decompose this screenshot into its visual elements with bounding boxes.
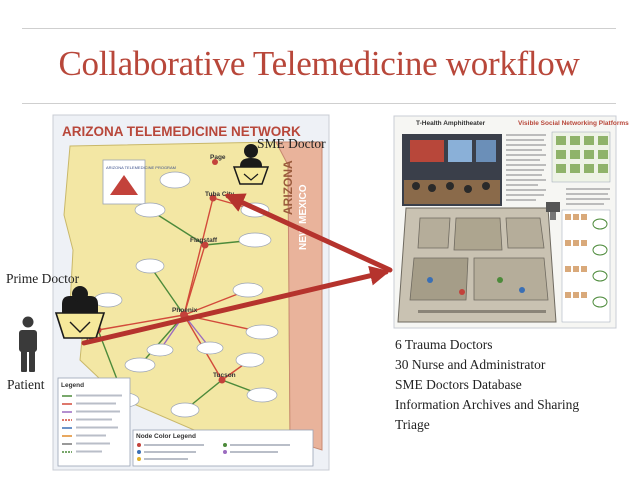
sme-doctor-label: SME Doctor bbox=[257, 136, 326, 151]
facts-list: 6 Trauma Doctors 30 Nurse and Administra… bbox=[395, 335, 579, 435]
sme-doctor-icon bbox=[232, 144, 270, 185]
network-nodes bbox=[93, 171, 279, 418]
city-flagstaff: Flagstaff bbox=[190, 237, 218, 244]
fact-item: SME Doctors Database bbox=[395, 377, 522, 392]
patient-icon bbox=[19, 316, 37, 372]
map-title: ARIZONA TELEMEDICINE NETWORK bbox=[62, 124, 301, 139]
floor-plan bbox=[397, 207, 557, 323]
map-legend-title: Legend bbox=[61, 382, 84, 389]
map-legend bbox=[57, 377, 131, 467]
node-color-swatches bbox=[137, 443, 290, 461]
user-profile-rows bbox=[561, 209, 611, 323]
slide-title: Collaborative Telemedicine workflow bbox=[58, 44, 580, 83]
workflow-arrows bbox=[81, 193, 393, 346]
amphitheater-title: T-Health Amphitheater bbox=[416, 120, 486, 127]
city-phoenix: Phoenix bbox=[172, 307, 198, 314]
arrow-to-amphitheater bbox=[81, 265, 390, 346]
title-underline bbox=[22, 103, 616, 104]
fact-item: Information Archives and Sharing bbox=[395, 397, 580, 412]
top-rule bbox=[22, 28, 616, 29]
fact-item: 30 Nurse and Administrator bbox=[395, 357, 546, 372]
node-color-legend-title: Node Color Legend bbox=[136, 433, 196, 440]
arrow-to-sme-doctor bbox=[224, 193, 393, 273]
city-page: Page bbox=[210, 154, 226, 161]
camera-icon bbox=[546, 202, 560, 220]
city-tucson: Tucson bbox=[213, 372, 236, 379]
fact-item: 6 Trauma Doctors bbox=[395, 337, 493, 352]
legend-swatches bbox=[62, 395, 72, 453]
patient-label: Patient bbox=[7, 377, 45, 392]
prime-doctor-label: Prime Doctor bbox=[6, 271, 80, 286]
new-mexico-vertical-label: NEW MEXICO bbox=[298, 184, 309, 250]
arizona-vertical-label: ARIZONA bbox=[281, 160, 295, 215]
fact-item: Triage bbox=[395, 417, 430, 432]
arizona-telemedicine-map: ARIZONA TELEMEDICINE NETWORK ARIZONA NEW… bbox=[52, 114, 330, 471]
city-tuba-city: Tuba City bbox=[205, 191, 235, 198]
amphitheater-text-column bbox=[506, 134, 610, 205]
program-logo-text: ARIZONA TELEMEDICINE PROGRAM bbox=[106, 165, 176, 170]
legend-text-lines bbox=[76, 394, 122, 453]
prime-doctor-icon bbox=[54, 286, 106, 339]
social-networking-grid bbox=[551, 131, 611, 183]
social-platforms-title: Visible Social Networking Platforms bbox=[518, 120, 629, 127]
amphitheater-image: T-Health Amphitheater Visible Social Net… bbox=[393, 115, 629, 329]
program-logo-mark bbox=[110, 175, 138, 195]
